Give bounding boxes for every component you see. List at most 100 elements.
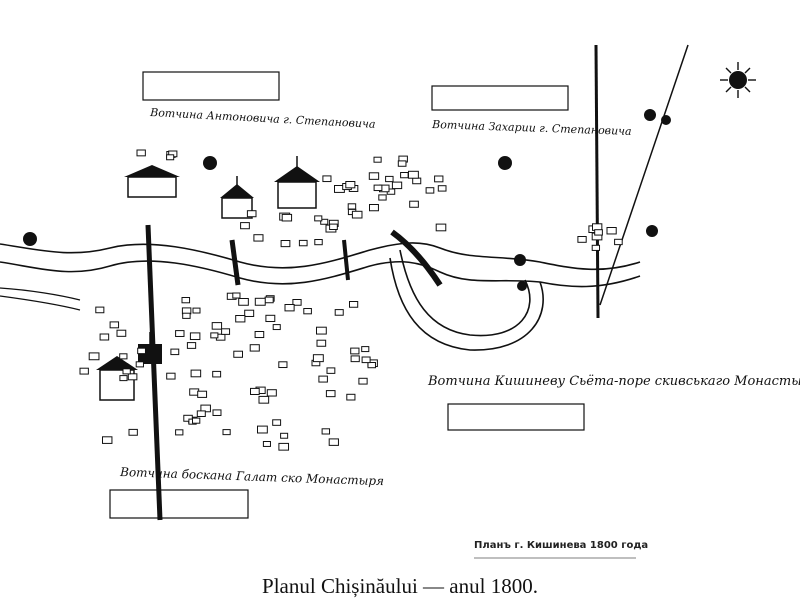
house-icon — [351, 0, 363, 219]
survey-markers — [23, 109, 671, 291]
house-icon — [334, 0, 344, 316]
house-icon — [593, 0, 603, 236]
house-icon — [435, 0, 447, 232]
estate-label-antonovich: Вотчина Антоновича г. Степановича — [149, 106, 376, 131]
house-icon — [367, 0, 376, 369]
house-icon — [254, 0, 266, 306]
house-icon — [277, 0, 290, 451]
house-icon — [313, 0, 323, 246]
house-icon — [118, 0, 128, 360]
boundary-line-west — [145, 224, 163, 521]
house-icon — [191, 0, 201, 424]
house-icon — [167, 0, 178, 158]
house-icon — [165, 0, 175, 161]
house-icon — [252, 0, 264, 242]
house-icon — [302, 0, 312, 315]
house-icon — [215, 0, 226, 341]
house-icon — [109, 0, 120, 329]
house-icon — [128, 0, 138, 436]
house-icon — [262, 0, 271, 447]
house-icon — [189, 0, 201, 341]
house-icon — [347, 0, 357, 210]
house-icon — [88, 0, 100, 361]
house-icon — [411, 0, 422, 185]
house-icon — [391, 0, 403, 190]
river-bank-south — [0, 260, 641, 288]
house-icon — [373, 0, 383, 192]
house-icon — [373, 0, 382, 163]
house-icon — [348, 0, 359, 308]
house-icon — [407, 0, 419, 179]
house-icon — [361, 0, 371, 364]
house-icon — [266, 0, 277, 397]
house-icon — [264, 0, 274, 304]
house-icon — [378, 0, 390, 193]
house-icon — [135, 0, 144, 368]
house-icon — [591, 0, 601, 251]
house-icon — [190, 0, 202, 378]
river-bank-north — [0, 242, 641, 271]
house-icon — [196, 0, 206, 417]
house-icon — [181, 0, 191, 319]
boundary-diagonal — [599, 44, 689, 306]
house-icon — [232, 0, 244, 358]
house-icon — [316, 0, 327, 347]
house-icon — [399, 0, 409, 179]
house-icon — [576, 0, 587, 243]
label-box — [447, 403, 585, 431]
house-icon — [174, 0, 184, 436]
house-icon — [349, 0, 360, 355]
house-icon — [182, 0, 193, 422]
house-icon — [249, 0, 260, 395]
house-icon — [360, 0, 370, 353]
house-icon — [165, 0, 176, 158]
boundary-line-east — [594, 44, 600, 319]
house-icon — [237, 0, 249, 306]
house-icon — [345, 0, 356, 401]
house-icon — [333, 0, 345, 193]
house-icon — [312, 0, 324, 363]
house-icon — [606, 0, 617, 235]
house-icon — [127, 0, 138, 381]
house-icon — [79, 0, 89, 375]
house-icon — [212, 0, 222, 416]
house-icon — [271, 0, 282, 426]
house-icon — [239, 0, 250, 230]
house-icon — [220, 0, 231, 335]
house-icon — [321, 0, 332, 183]
house-icon — [397, 0, 407, 167]
house-icon — [99, 0, 110, 341]
house-icon — [384, 0, 394, 183]
church-icon — [274, 156, 320, 209]
house-icon — [136, 0, 146, 355]
house-icon — [315, 0, 327, 335]
house-icon — [298, 0, 308, 247]
house-icon — [291, 0, 302, 306]
house-icon — [231, 0, 241, 299]
house-icon — [101, 0, 113, 444]
historical-map: Вотчина Антоновича г. Степановича Вотчин… — [0, 0, 800, 559]
river-loop — [399, 249, 531, 337]
house-icon — [280, 0, 291, 248]
house-icon — [319, 0, 329, 225]
house-icon — [165, 0, 176, 380]
house-icon — [344, 0, 356, 189]
house-icon — [326, 0, 336, 374]
house-icon — [328, 0, 338, 231]
house-icon — [211, 0, 223, 330]
house-icon — [174, 0, 185, 337]
house-icon — [272, 0, 281, 331]
house-icon — [264, 0, 276, 323]
map-caption: Planul Chișinăului — anul 1800. — [262, 574, 538, 598]
house-icon — [254, 0, 265, 339]
house-icon — [350, 0, 360, 363]
house-icon — [265, 0, 275, 302]
house-icon — [281, 0, 293, 222]
house-icon — [192, 0, 201, 314]
house-icon — [246, 0, 257, 218]
house-icon — [408, 0, 419, 208]
house-icon — [258, 0, 270, 404]
house-icon — [437, 0, 447, 192]
house-icon — [348, 0, 359, 192]
house-icon — [187, 0, 198, 424]
